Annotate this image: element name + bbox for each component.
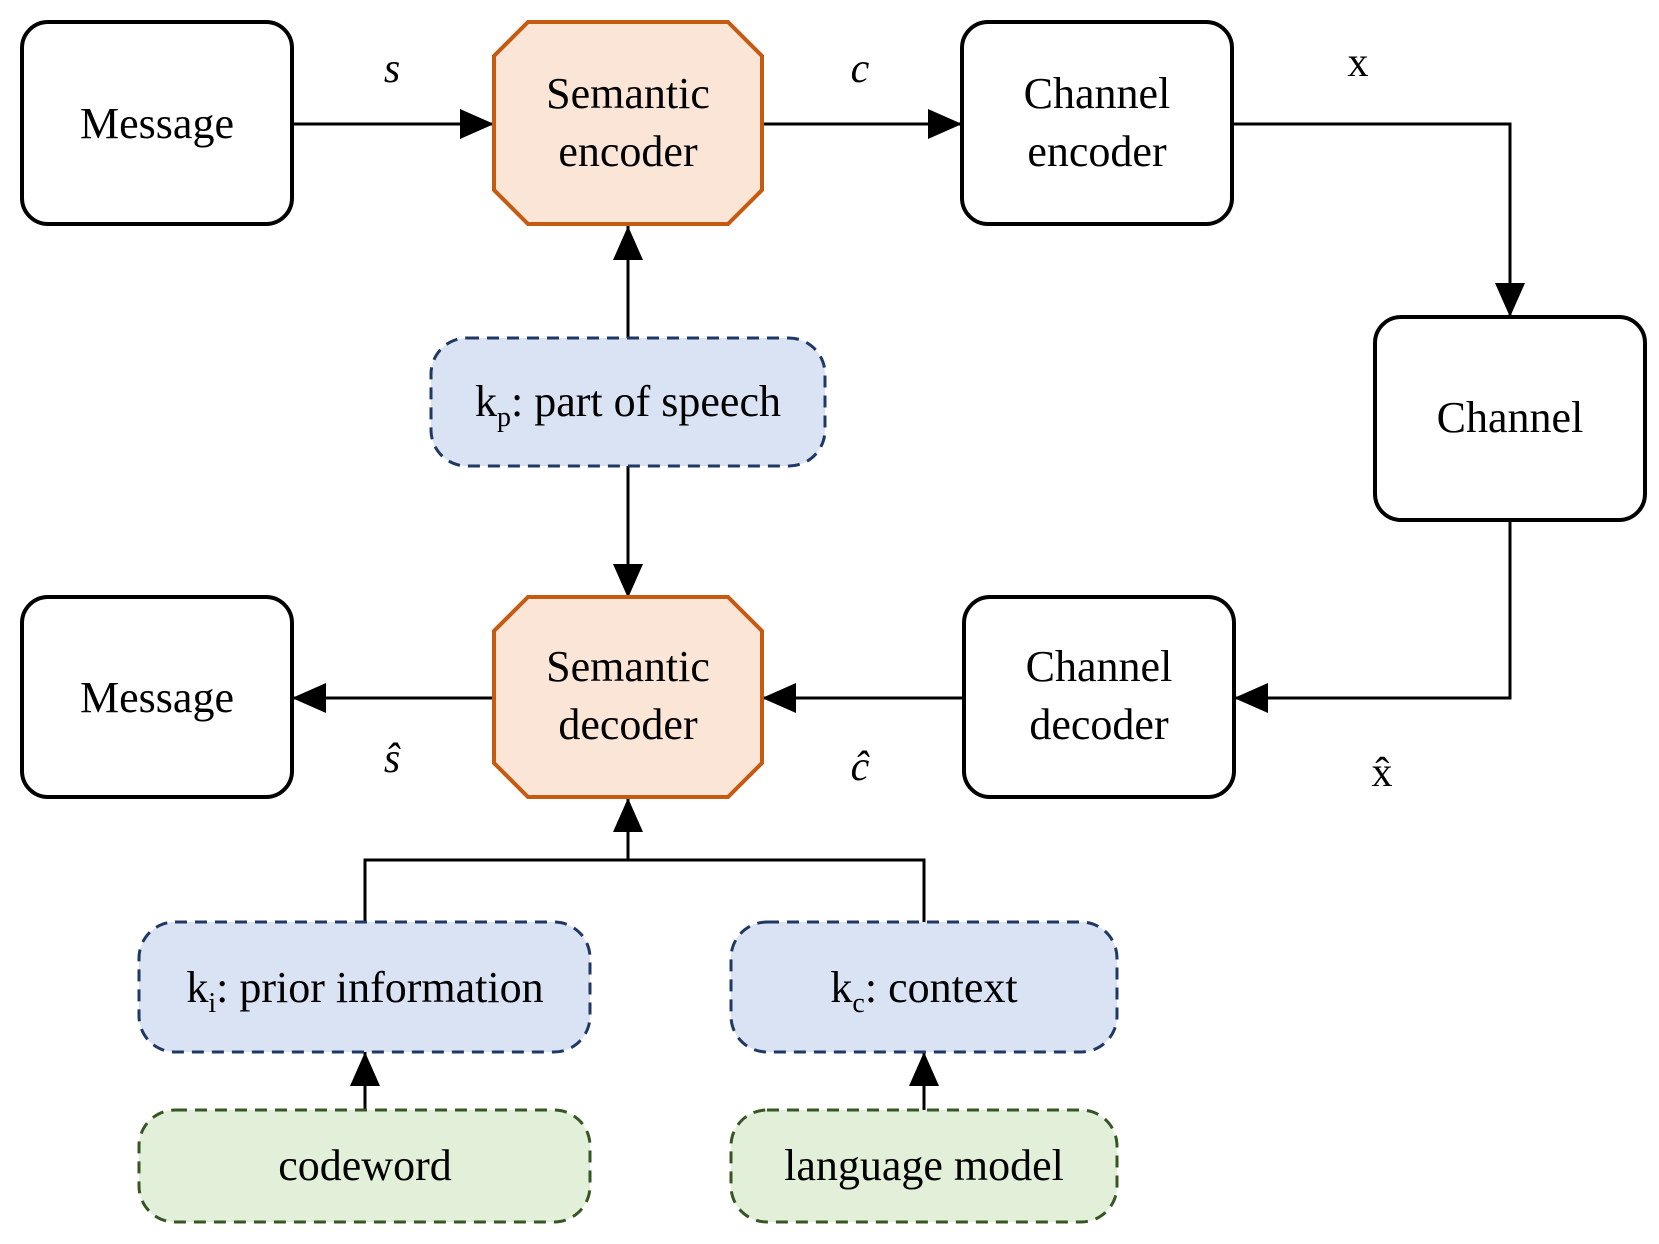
channel-decoder-label-line2: decoder	[1029, 700, 1169, 749]
connectors	[292, 109, 1525, 1110]
node-semantic-encoder: Semantic encoder	[492, 20, 764, 226]
kp-label: kp: part of speech	[475, 377, 781, 433]
codeword-label: codeword	[278, 1141, 452, 1190]
node-channel: Channel	[1373, 315, 1647, 522]
edge-kc-to-merge	[628, 858, 926, 922]
node-channel-encoder: Channel encoder	[960, 20, 1234, 226]
node-channel-decoder: Channel decoder	[962, 595, 1236, 799]
channel-encoder-label-line1: Channel	[1024, 69, 1171, 118]
node-message-tx: Message	[20, 20, 294, 226]
channel-encoder-label-line2: encoder	[1027, 127, 1167, 176]
edge-label-c: c	[851, 46, 870, 92]
message-rx-label: Message	[80, 673, 234, 722]
message-tx-label: Message	[80, 99, 234, 148]
edge-label-s: s	[384, 46, 400, 92]
channel-decoder-label-line1: Channel	[1026, 642, 1173, 691]
semantic-encoder-label-line1: Semantic	[546, 69, 710, 118]
node-codeword: codeword	[137, 1108, 592, 1224]
edge-label-c-hat: ĉ	[851, 744, 870, 790]
node-kp-part-of-speech: kp: part of speech	[429, 336, 827, 468]
edge-label-s-hat: ŝ	[384, 736, 401, 782]
node-kc-context: kc: context	[729, 920, 1119, 1054]
node-ki-prior-information: ki: prior information	[137, 920, 592, 1054]
semantic-encoder-label-line2: encoder	[558, 127, 698, 176]
edge-ki-to-merge	[363, 858, 628, 922]
semantic-decoder-label-line2: decoder	[558, 700, 698, 749]
kc-label: kc: context	[830, 963, 1017, 1019]
node-semantic-decoder: Semantic decoder	[492, 595, 764, 799]
node-message-rx: Message	[20, 595, 294, 799]
edge-label-x-hat: x̂	[1372, 750, 1393, 796]
edge-label-x: x	[1348, 40, 1369, 86]
node-language-model: language model	[729, 1108, 1119, 1224]
ki-label: ki: prior information	[186, 963, 543, 1019]
language-model-label: language model	[784, 1141, 1064, 1190]
semantic-decoder-label-line1: Semantic	[546, 642, 710, 691]
edge-channel-to-channel-decoder	[1234, 520, 1512, 713]
edge-channel-encoder-to-channel	[1232, 122, 1525, 317]
channel-label: Channel	[1437, 393, 1584, 442]
